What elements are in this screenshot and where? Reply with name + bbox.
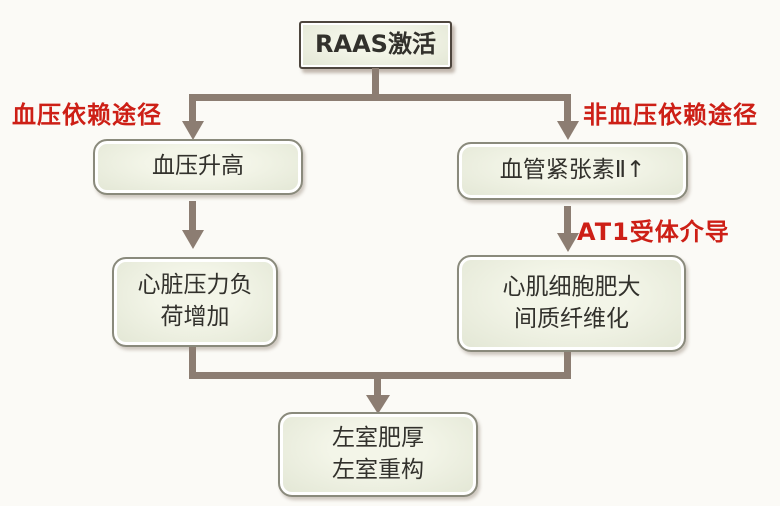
connector-raas-stem [372,68,379,97]
node-myocyte-hypertrophy-line1: 心肌细胞肥大 [502,273,641,300]
arrowhead-down-icon [557,121,579,140]
node-cardiac-pressure-load-line2: 荷增加 [160,304,230,330]
connector-branch-horizontal [189,94,571,101]
connector-left-mid-vertical [189,201,196,232]
connector-merge-horizontal [189,372,571,379]
node-lv-remodeling-line2: 左室重构 [332,456,424,483]
node-raas-activation: RAAS激活 [299,21,452,69]
node-myocyte-hypertrophy-fibrosis: 心肌细胞肥大 间质纤维化 [457,255,686,352]
arrowhead-down-icon [182,230,204,249]
node-cardiac-pressure-load-line1: 心脏压力负 [137,272,253,299]
node-cardiac-pressure-load: 心脏压力负 荷增加 [112,257,278,347]
node-blood-pressure-rise: 血压升高 [93,139,303,195]
connector-center-stem [374,379,381,397]
arrowhead-down-icon [182,121,204,140]
connector-left-branch-vertical [189,94,196,124]
connector-right-merge-vertical [564,352,571,375]
arrowhead-down-icon [557,233,579,252]
connector-left-merge-vertical [189,347,196,375]
node-myocyte-hypertrophy-line2: 间质纤维化 [514,305,629,332]
node-lv-hypertrophy-remodeling: 左室肥厚 左室重构 [278,412,478,497]
label-non-pressure-dependent-pathway: 非血压依赖途径 [583,101,758,129]
connector-right-mid-vertical [564,206,571,235]
arrowhead-down-icon [366,395,390,414]
node-lv-hypertrophy-line1: 左室肥厚 [332,424,424,451]
label-pressure-dependent-pathway: 血压依赖途径 [12,101,162,129]
node-angiotensin-ii: 血管紧张素Ⅱ↑ [457,142,688,200]
connector-right-branch-vertical [564,94,571,124]
label-at1-receptor-mediated: AT1受体介导 [577,218,730,246]
